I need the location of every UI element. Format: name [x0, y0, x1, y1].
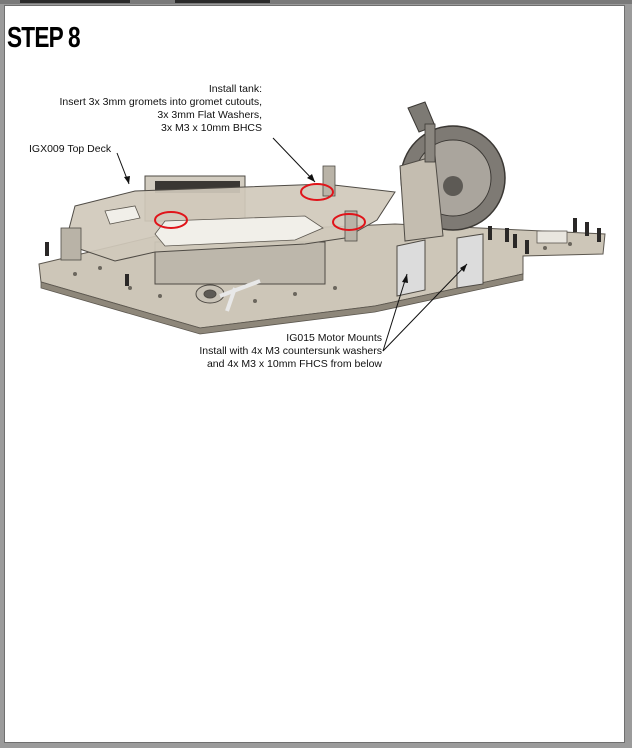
deck-posts [60, 165, 358, 261]
tank-note-line: 3x M3 x 10mm BHCS [161, 122, 262, 134]
tank-note-line: 3x 3mm Flat Washers, [157, 109, 262, 121]
step-title: STEP 8 [7, 22, 81, 54]
screws [45, 218, 601, 286]
plate-holes [73, 242, 572, 303]
rear-slot [536, 230, 568, 244]
document-page: STEP 8 [4, 5, 625, 743]
tank-note-line: Install tank: [208, 83, 262, 95]
toolbar-tab [175, 0, 270, 3]
top-deck-cutout [154, 215, 324, 247]
linkage-rod [219, 279, 261, 298]
motor-note-line: Install with 4x M3 countersunk washers [199, 345, 382, 357]
grommet-highlights [154, 183, 366, 231]
assembly-illustration [38, 101, 606, 352]
motor-note-line: and 4x M3 x 10mm FHCS from below [206, 358, 382, 370]
linkage-rod [225, 287, 237, 312]
tank-install-note: Install tank: Insert 3x 3mm gromets into… [60, 83, 263, 135]
toolbar-tab [20, 0, 130, 3]
motor-note-line: IG015 Motor Mounts [286, 332, 382, 344]
tank-note-line: Insert 3x 3mm gromets into gromet cutout… [59, 96, 263, 108]
window-top-strip [0, 0, 632, 4]
gear-bracket [399, 155, 444, 242]
motor-mounts-note: IG015 Motor Mounts Install with 4x M3 co… [199, 332, 382, 371]
leader-arrowheads [124, 174, 467, 283]
top-deck-label: IGX009 Top Deck [29, 143, 112, 155]
servo-arm-post [424, 123, 436, 163]
spur-gear-hub [443, 176, 463, 196]
top-deck-cutout [104, 205, 141, 225]
bottom-plate-edge [40, 273, 524, 335]
